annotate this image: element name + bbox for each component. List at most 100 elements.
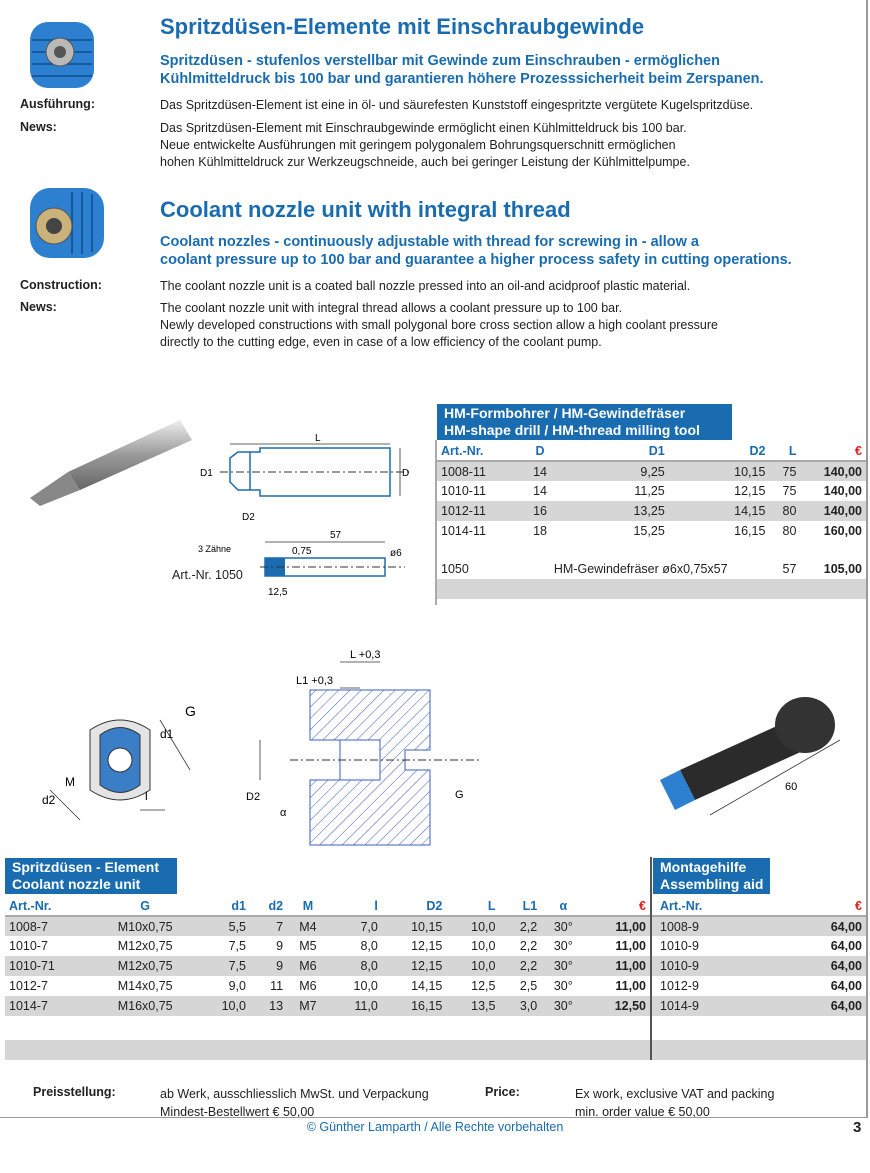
cell: 1008-7 bbox=[5, 916, 94, 936]
cell: M7 bbox=[287, 996, 329, 1016]
cell: 80 bbox=[782, 524, 797, 538]
cell: M6 bbox=[287, 956, 329, 976]
cell: 80 bbox=[769, 501, 801, 521]
cell: 64,00 bbox=[830, 939, 862, 953]
title-line: Spritzdüsen - Element bbox=[12, 859, 160, 875]
cell: 75 bbox=[782, 484, 797, 498]
price-label-en: Price: bbox=[485, 1085, 520, 1099]
price-text-en: Ex work, exclusive VAT and packing min. o… bbox=[575, 1085, 774, 1121]
cell: 57 bbox=[782, 562, 797, 576]
cell: 8,0 bbox=[328, 956, 382, 976]
dim-G: G bbox=[455, 789, 464, 801]
dim-D2: D2 bbox=[242, 512, 255, 523]
dim-12-5: 12,5 bbox=[268, 587, 288, 598]
dim-57: 57 bbox=[330, 530, 342, 541]
dim-M: M bbox=[65, 775, 75, 789]
drill-photo bbox=[30, 420, 192, 506]
cell: 16 bbox=[512, 501, 569, 521]
col-header: L bbox=[769, 441, 801, 462]
cell: M12x0,75 bbox=[117, 939, 173, 953]
cell: 12,15 bbox=[411, 939, 443, 953]
col-header: d1 bbox=[196, 896, 250, 917]
cell: 10,0 bbox=[446, 916, 500, 936]
price-line: ab Werk, ausschliesslich MwSt. und Verpa… bbox=[160, 1087, 429, 1101]
price-line: Mindest-Bestellwert € 50,00 bbox=[160, 1105, 315, 1119]
col-header: L bbox=[446, 896, 500, 917]
cell: 7,5 bbox=[196, 956, 250, 976]
cell: 1014-7 bbox=[5, 996, 94, 1016]
cell: 10,0 bbox=[353, 979, 378, 993]
dim-L: L bbox=[315, 433, 321, 444]
col-header: D2 bbox=[668, 441, 770, 462]
col-header: Art.-Nr. bbox=[5, 896, 94, 917]
cell: M14x0,75 bbox=[117, 979, 173, 993]
col-header: D bbox=[512, 441, 569, 462]
cell: 14 bbox=[533, 484, 548, 498]
nozzle-photo-2 bbox=[30, 188, 104, 258]
cell: 2,2 bbox=[499, 956, 542, 976]
cell: 16,15 bbox=[381, 996, 447, 1016]
col-header: α bbox=[541, 896, 586, 917]
col-header: € bbox=[585, 896, 650, 917]
title-line: Assembling aid bbox=[660, 876, 764, 892]
price-line: Ex work, exclusive VAT and packing bbox=[575, 1087, 775, 1101]
price-line: min. order value € 50,00 bbox=[575, 1105, 710, 1119]
cell: 18 bbox=[533, 524, 548, 538]
news-label-en: News: bbox=[20, 300, 57, 314]
dim-D1: D1 bbox=[200, 468, 213, 479]
cell: 64,00 bbox=[830, 979, 862, 993]
col-header: d2 bbox=[249, 896, 288, 917]
dim-D: D bbox=[402, 468, 409, 479]
cell: 14 bbox=[512, 461, 569, 481]
cell: 9 bbox=[249, 956, 288, 976]
cell: 11,0 bbox=[328, 996, 382, 1016]
cell: 2,2 bbox=[499, 916, 542, 936]
cell: 1010-9 bbox=[660, 939, 699, 953]
col-header: L1 bbox=[499, 896, 542, 917]
cell: 2,5 bbox=[519, 979, 538, 993]
cell: 14,15 bbox=[668, 501, 770, 521]
cell: 105,00 bbox=[823, 562, 862, 576]
assembling-aid-photo: 60 bbox=[660, 697, 841, 816]
drill-drawing: L D1 D2 D 57 0,75 ø6 3 Zähne 12,5 bbox=[198, 433, 410, 598]
construction-text-en: The coolant nozzle unit is a coated ball… bbox=[160, 279, 691, 293]
cell: 1014-9 bbox=[652, 996, 777, 1016]
dim-L1-tolerance: L1 +0,3 bbox=[296, 675, 333, 687]
title-line: Montagehilfe bbox=[660, 859, 747, 875]
cell: 64,00 bbox=[776, 996, 866, 1016]
cell: 64,00 bbox=[776, 916, 866, 936]
col-header: D1 bbox=[568, 441, 669, 462]
cell: HM-Gewindefräser ø6x0,75x57 bbox=[553, 562, 728, 576]
news-line: Neue entwickelte Ausführungen mit gering… bbox=[160, 138, 676, 152]
cell: 10,0 bbox=[471, 939, 496, 953]
installation-drawing: L +0,3 L1 +0,3 D2 α G bbox=[246, 649, 480, 846]
art-1050-label: Art.-Nr. 1050 bbox=[172, 568, 243, 582]
col-header: D2 bbox=[381, 896, 447, 917]
title-line: HM-shape drill / HM-thread milling tool bbox=[444, 422, 700, 438]
subtitle-en-1: Coolant nozzles - continuously adjustabl… bbox=[160, 234, 699, 250]
nozzle-section-drawing: G d1 d2 M l bbox=[42, 703, 196, 821]
cell: 13 bbox=[249, 996, 288, 1016]
cell: 10,0 bbox=[196, 996, 250, 1016]
cell: 140,00 bbox=[823, 484, 862, 498]
cell: 30° bbox=[541, 996, 586, 1016]
cell: 16,15 bbox=[734, 524, 766, 538]
cell: 1012-9 bbox=[660, 979, 699, 993]
cell: 1008-11 bbox=[437, 461, 513, 481]
construction-label-de: Ausführung: bbox=[20, 97, 95, 111]
nozzle-photo-1 bbox=[30, 22, 94, 88]
dim-G: G bbox=[185, 703, 196, 719]
cell: M16x0,75 bbox=[93, 996, 197, 1016]
price-text-de: ab Werk, ausschliesslich MwSt. und Verpa… bbox=[160, 1085, 429, 1121]
news-text-en: The coolant nozzle unit with integral th… bbox=[160, 300, 718, 351]
